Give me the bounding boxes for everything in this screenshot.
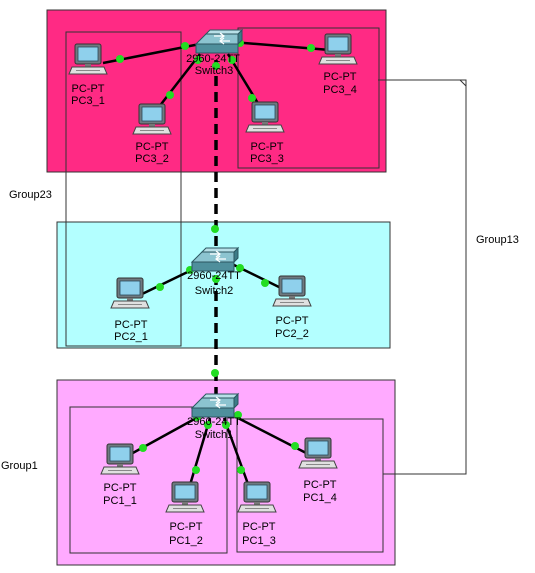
group13-label: Group13 — [473, 232, 522, 248]
pc3_1-icon[interactable] — [68, 43, 108, 75]
group13-connector — [378, 79, 467, 475]
pc3_3-icon[interactable] — [245, 101, 285, 133]
switch3-model-label: 2960-24TT — [186, 53, 240, 65]
pc1_4-name-label: PC1_4 — [303, 492, 337, 504]
group1-right-outline — [236, 418, 384, 553]
pc2_1-icon[interactable] — [110, 277, 150, 309]
pc3_4-name-label: PC3_4 — [323, 84, 357, 96]
group23-outline — [65, 31, 182, 347]
pc1_4-icon[interactable] — [298, 437, 338, 469]
switch2-name-label: Switch2 — [195, 285, 234, 297]
pc3_2-type-label: PC-PT — [136, 141, 169, 153]
switch1-name-label: Switch1 — [195, 429, 234, 441]
pc2_2-name-label: PC2_2 — [275, 328, 309, 340]
pc1_3-icon[interactable] — [237, 481, 277, 513]
group1-left-outline — [69, 406, 228, 554]
pc1_4-type-label: PC-PT — [304, 479, 337, 491]
area-group-2 — [56, 221, 391, 349]
pc1_3-name-label: PC1_3 — [242, 535, 276, 547]
pc3_4-icon[interactable] — [318, 33, 358, 65]
pc1_2-name-label: PC1_2 — [169, 535, 203, 547]
pc3_3-type-label: PC-PT — [251, 141, 284, 153]
pc1_1-icon[interactable] — [100, 443, 140, 475]
pc2_1-name-label: PC2_1 — [114, 331, 148, 343]
pc3_3-name-label: PC3_3 — [250, 153, 284, 165]
pc3_1-type-label: PC-PT — [72, 83, 105, 95]
pc3_4-type-label: PC-PT — [324, 71, 357, 83]
switch2-model-label: 2960-24TT — [187, 270, 241, 282]
pc1_3-type-label: PC-PT — [243, 521, 276, 533]
switch1-model-label: 2960-24TT — [187, 416, 241, 428]
group23-label: Group23 — [6, 187, 55, 203]
pc1_2-type-label: PC-PT — [170, 521, 203, 533]
pc2_2-icon[interactable] — [272, 275, 312, 307]
group13-connector-tick-top — [459, 79, 467, 87]
pc1_1-name-label: PC1_1 — [103, 495, 137, 507]
pc1_2-icon[interactable] — [165, 481, 205, 513]
pc3_2-name-label: PC3_2 — [135, 153, 169, 165]
pc3-right-outline — [237, 27, 380, 169]
pc2_1-type-label: PC-PT — [115, 319, 148, 331]
switch3-name-label: Switch3 — [195, 65, 234, 77]
pc3_2-icon[interactable] — [132, 103, 172, 135]
pc1_1-type-label: PC-PT — [104, 482, 137, 494]
link-switch3-pc3_2 — [154, 53, 201, 113]
pc2_2-type-label: PC-PT — [276, 315, 309, 327]
group1-label: Group1 — [0, 454, 44, 486]
pc3_1-name-label: PC3_1 — [71, 95, 105, 107]
